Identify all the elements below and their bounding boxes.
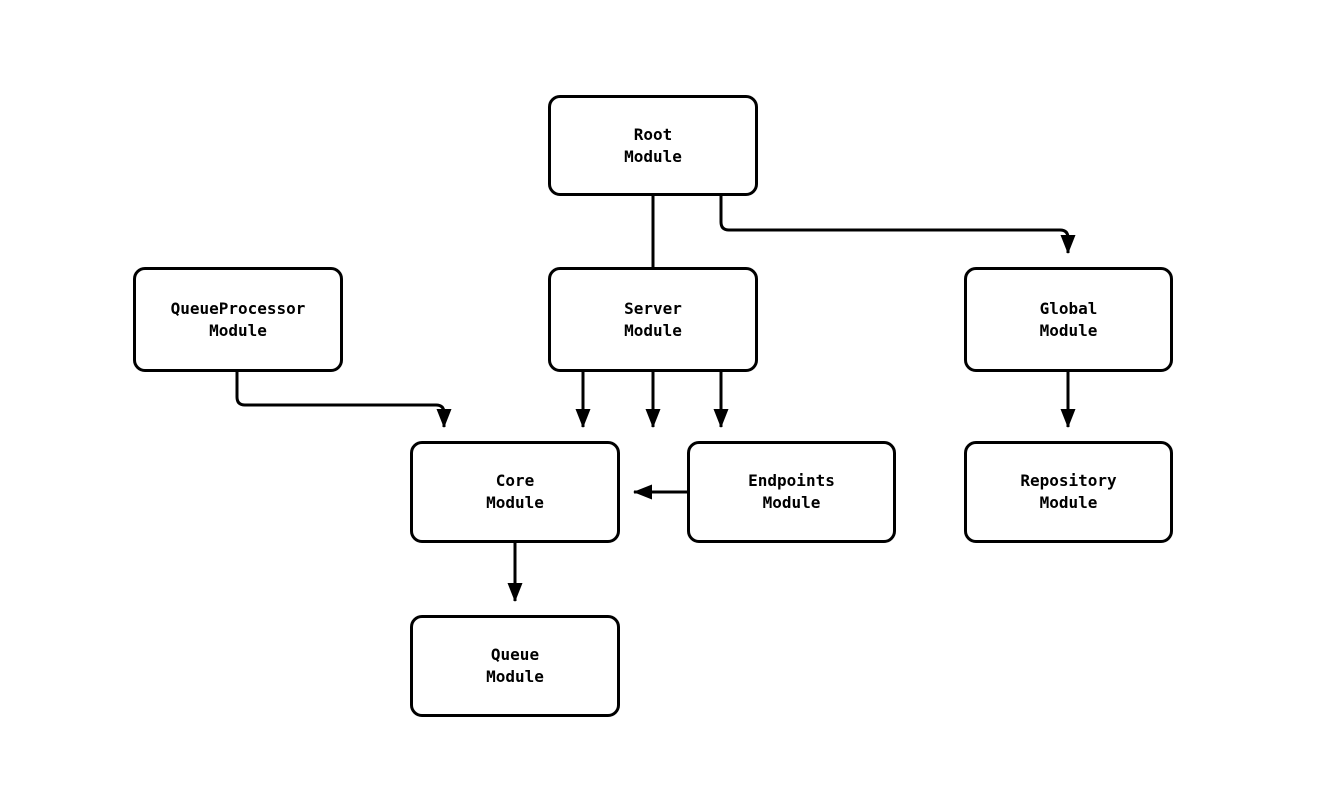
edge-root-global [719,196,1076,254]
node-queue-line1: Queue [490,645,540,664]
node-core-line2: Module [486,493,544,512]
node-global-line1: Global [1039,298,1098,318]
node-core-line1: Core [495,471,535,490]
node-repository-line1: Repository [1020,471,1117,490]
node-server[interactable]: Server Module [548,267,758,372]
edge-queueprocessor-core [235,372,452,428]
node-repository[interactable]: Repository Module [964,441,1173,543]
node-queue[interactable]: Queue Module [410,615,620,717]
node-queueprocessor[interactable]: QueueProcessor Module [133,267,343,372]
node-root-line1: Root [633,124,673,144]
node-server-line1: Server [624,298,682,318]
node-global-line2: Module [1039,320,1098,340]
node-root-line2: Module [624,146,682,166]
node-endpoints[interactable]: Endpoints Module [687,441,896,543]
node-queueprocessor-line1: QueueProcessor [170,298,306,318]
node-server-line2: Module [624,320,682,340]
node-repository-line2: Module [1039,493,1098,512]
node-global[interactable]: Global Module [964,267,1173,372]
node-core[interactable]: Core Module [410,441,620,543]
node-queueprocessor-line2: Module [209,320,267,340]
node-root[interactable]: Root Module [548,95,758,196]
node-endpoints-line2: Module [762,493,821,512]
node-endpoints-line1: Endpoints [748,471,835,490]
node-queue-line2: Module [486,667,544,686]
